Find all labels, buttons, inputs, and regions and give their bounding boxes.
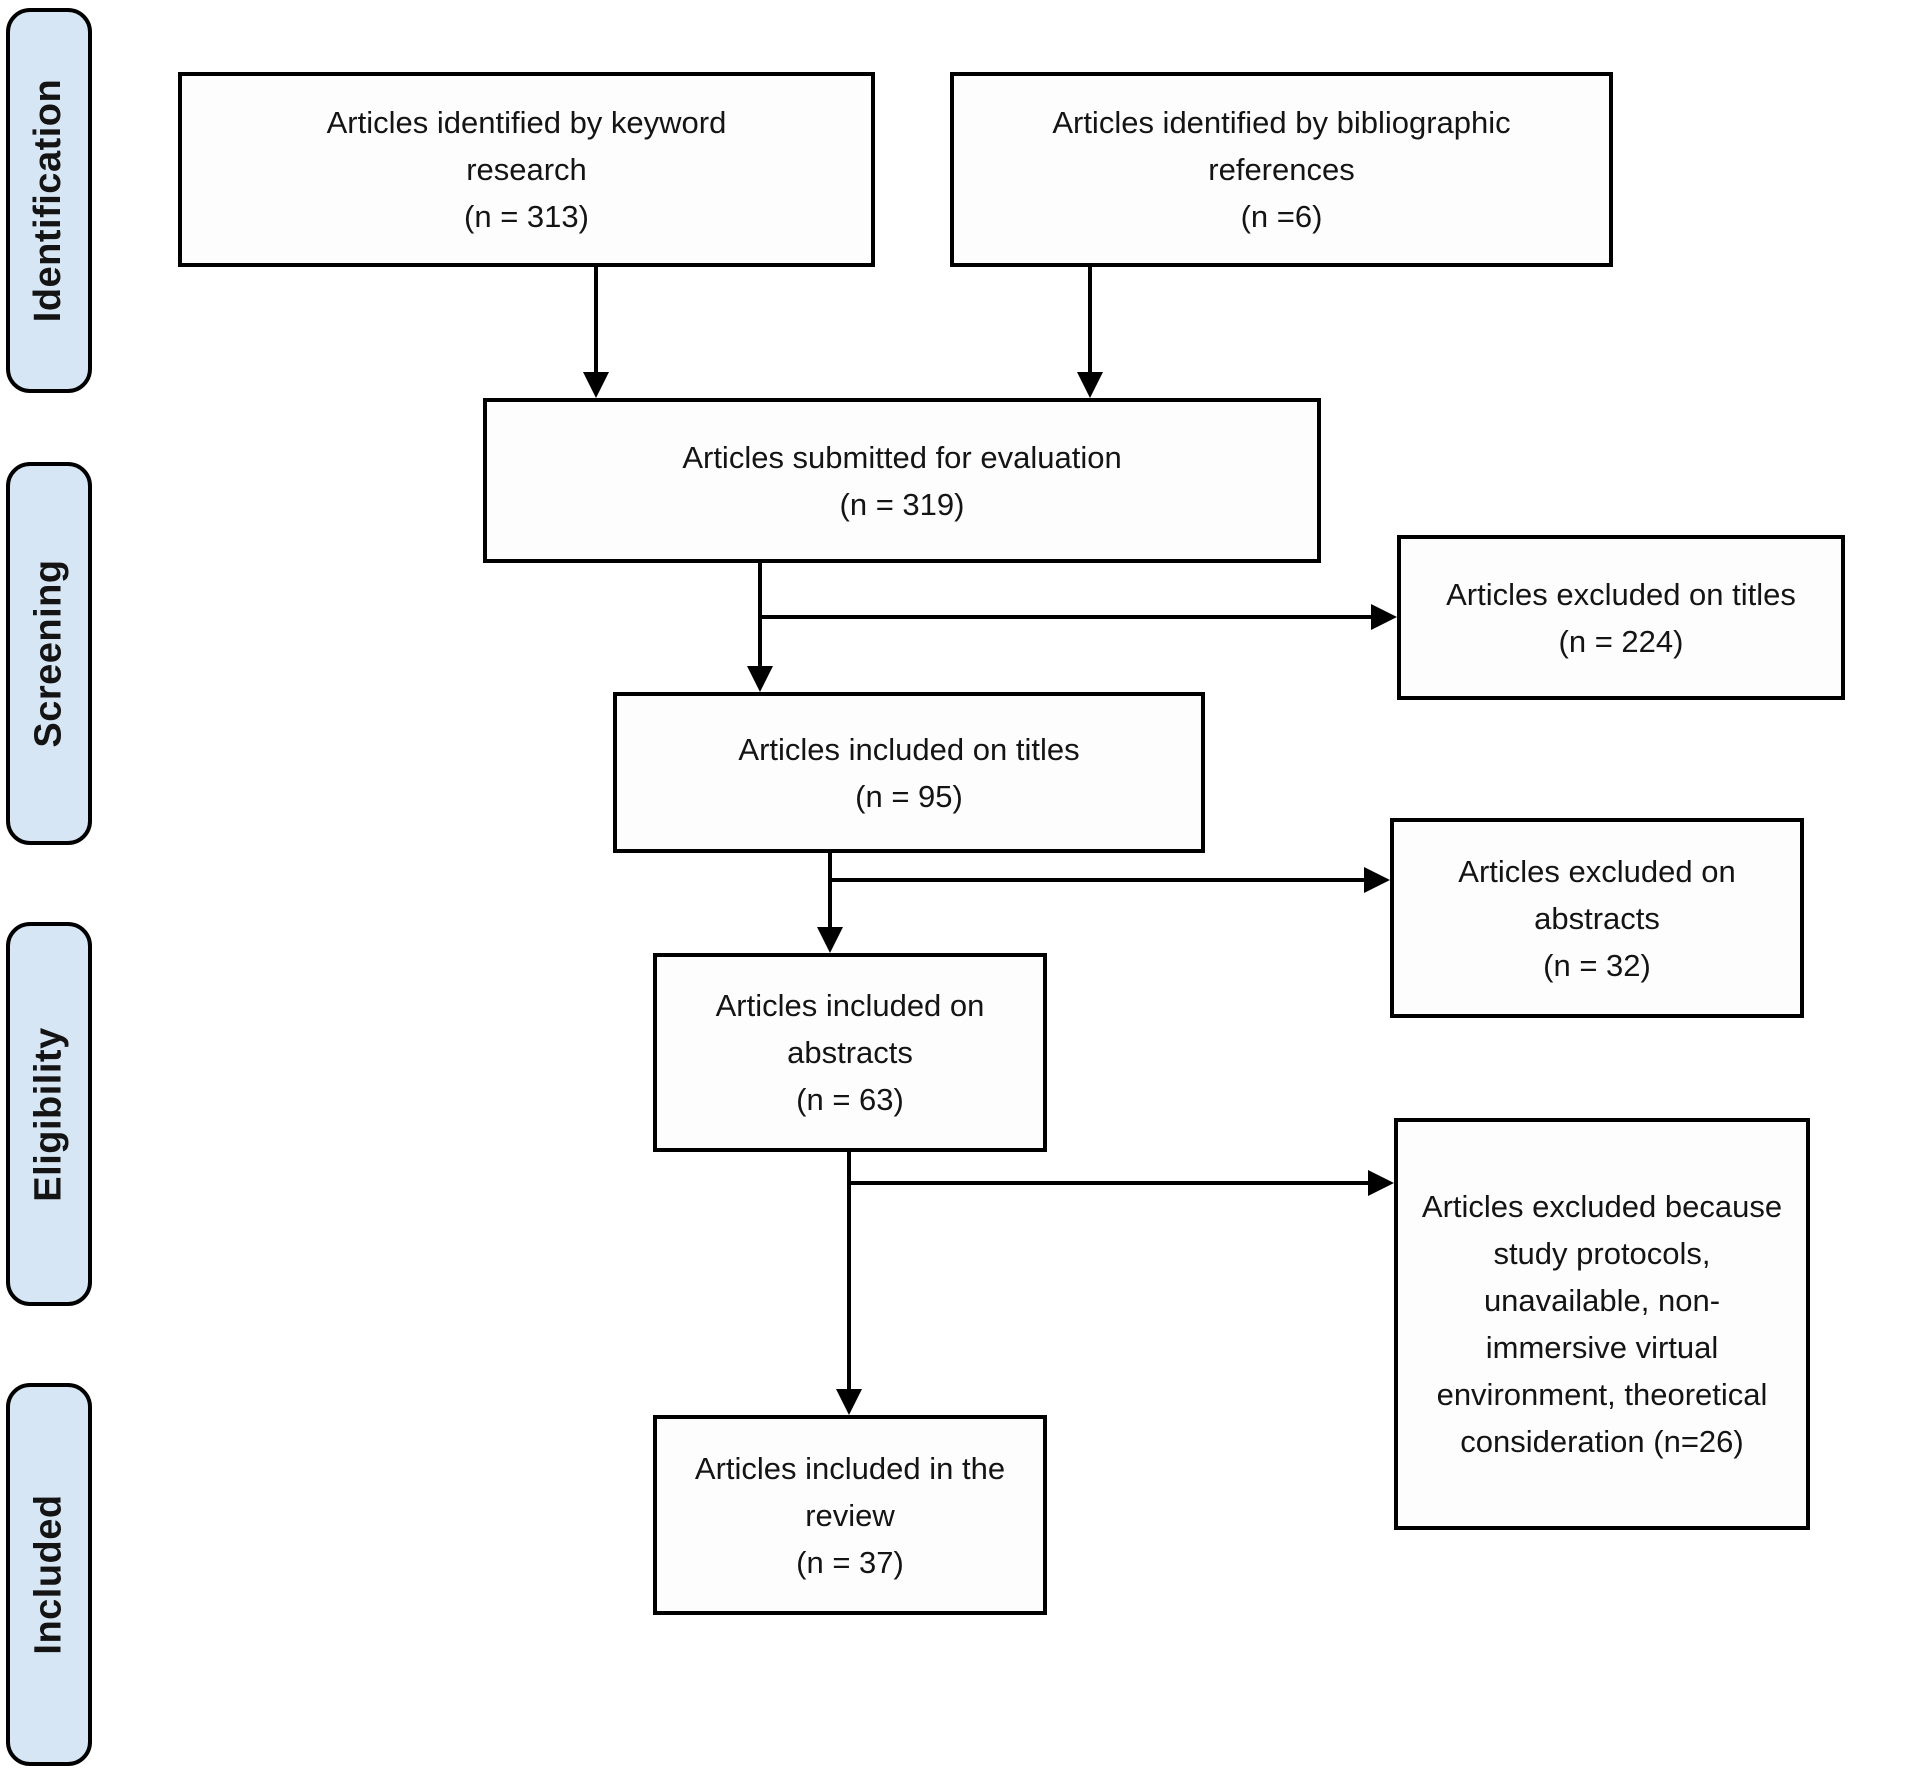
box-text-line: unavailable, non- xyxy=(1483,1283,1721,1318)
stage-screening: Screening xyxy=(6,462,92,845)
box-text-line: review xyxy=(805,1497,895,1533)
stage-eligibility-label: Eligibility xyxy=(27,1026,70,1202)
arrow-bibliographic-to-evaluation-head xyxy=(1077,372,1103,398)
box-text-line: references xyxy=(1208,152,1355,187)
arrow-bibliographic-to-evaluation-line xyxy=(1088,267,1092,374)
arrow-branch-excluded-abstracts-line xyxy=(828,878,1364,882)
box-excluded-fulltext-reasons: Articles excluded because study protocol… xyxy=(1394,1118,1810,1530)
box-submitted-evaluation: Articles submitted for evaluation (n = 3… xyxy=(483,398,1321,563)
stage-eligibility: Eligibility xyxy=(6,922,92,1306)
box-text-line: (n = 95) xyxy=(855,778,963,814)
box-text-line: environment, theoretical xyxy=(1436,1377,1768,1412)
box-included-titles: Articles included on titles (n = 95) xyxy=(613,692,1205,853)
arrow-evaluation-to-included-titles-head xyxy=(747,666,773,692)
stage-screening-label: Screening xyxy=(27,559,70,748)
arrow-branch-excluded-fulltext-head xyxy=(1368,1170,1394,1196)
box-text-line: immersive virtual xyxy=(1485,1330,1719,1365)
box-text-line: (n = 319) xyxy=(839,486,965,522)
box-identified-bibliographic: Articles identified by bibliographic ref… xyxy=(950,72,1613,267)
box-text-line: Articles included in the xyxy=(694,1450,1006,1486)
box-text-line: Articles included on xyxy=(715,988,985,1023)
box-text-line: Articles excluded because xyxy=(1421,1189,1783,1224)
arrow-branch-excluded-abstracts-head xyxy=(1364,867,1390,893)
box-excluded-abstracts: Articles excluded on abstracts (n = 32) xyxy=(1390,818,1804,1018)
arrow-branch-excluded-titles-head xyxy=(1371,604,1397,630)
arrow-branch-excluded-fulltext-line xyxy=(847,1181,1368,1185)
arrow-titles-to-abstracts-line xyxy=(828,853,832,927)
box-text-line: consideration (n=26) xyxy=(1460,1424,1744,1459)
arrow-abstracts-to-review-head xyxy=(836,1389,862,1415)
arrow-branch-excluded-titles-line xyxy=(758,615,1371,619)
box-included-review: Articles included in the review (n = 37) xyxy=(653,1415,1047,1615)
box-text-line: abstracts xyxy=(1534,900,1660,936)
box-text-line: Articles excluded on xyxy=(1458,853,1736,889)
stage-identification: Identification xyxy=(6,8,92,393)
arrow-keyword-to-evaluation-head xyxy=(583,372,609,398)
box-text-line: research xyxy=(466,152,587,187)
arrow-titles-to-abstracts-head xyxy=(817,927,843,953)
box-text-line: Articles excluded on titles xyxy=(1446,576,1796,612)
stage-included: Included xyxy=(6,1383,92,1766)
box-excluded-titles: Articles excluded on titles (n = 224) xyxy=(1397,535,1845,700)
box-text-line: (n = 224) xyxy=(1558,623,1684,659)
box-included-abstracts: Articles included on abstracts (n = 63) xyxy=(653,953,1047,1152)
box-text-line: (n = 32) xyxy=(1543,947,1651,983)
arrow-keyword-to-evaluation-line xyxy=(594,267,598,374)
box-text-line: (n = 37) xyxy=(796,1544,904,1580)
arrow-abstracts-to-review-line xyxy=(847,1152,851,1389)
box-text-line: Articles submitted for evaluation xyxy=(682,439,1122,475)
box-text-line: abstracts xyxy=(787,1035,913,1070)
box-text-line: Articles included on titles xyxy=(738,731,1080,767)
box-text-line: Articles identified by keyword xyxy=(326,105,727,140)
box-text-line: (n =6) xyxy=(1240,199,1323,234)
stage-identification-label: Identification xyxy=(27,78,70,323)
box-identified-keyword: Articles identified by keyword research … xyxy=(178,72,875,267)
box-text-line: (n = 63) xyxy=(796,1082,904,1117)
box-text-line: Articles identified by bibliographic xyxy=(1052,105,1511,140)
box-text-line: (n = 313) xyxy=(464,199,589,234)
stage-included-label: Included xyxy=(27,1494,70,1655)
box-text-line: study protocols, xyxy=(1493,1236,1711,1271)
